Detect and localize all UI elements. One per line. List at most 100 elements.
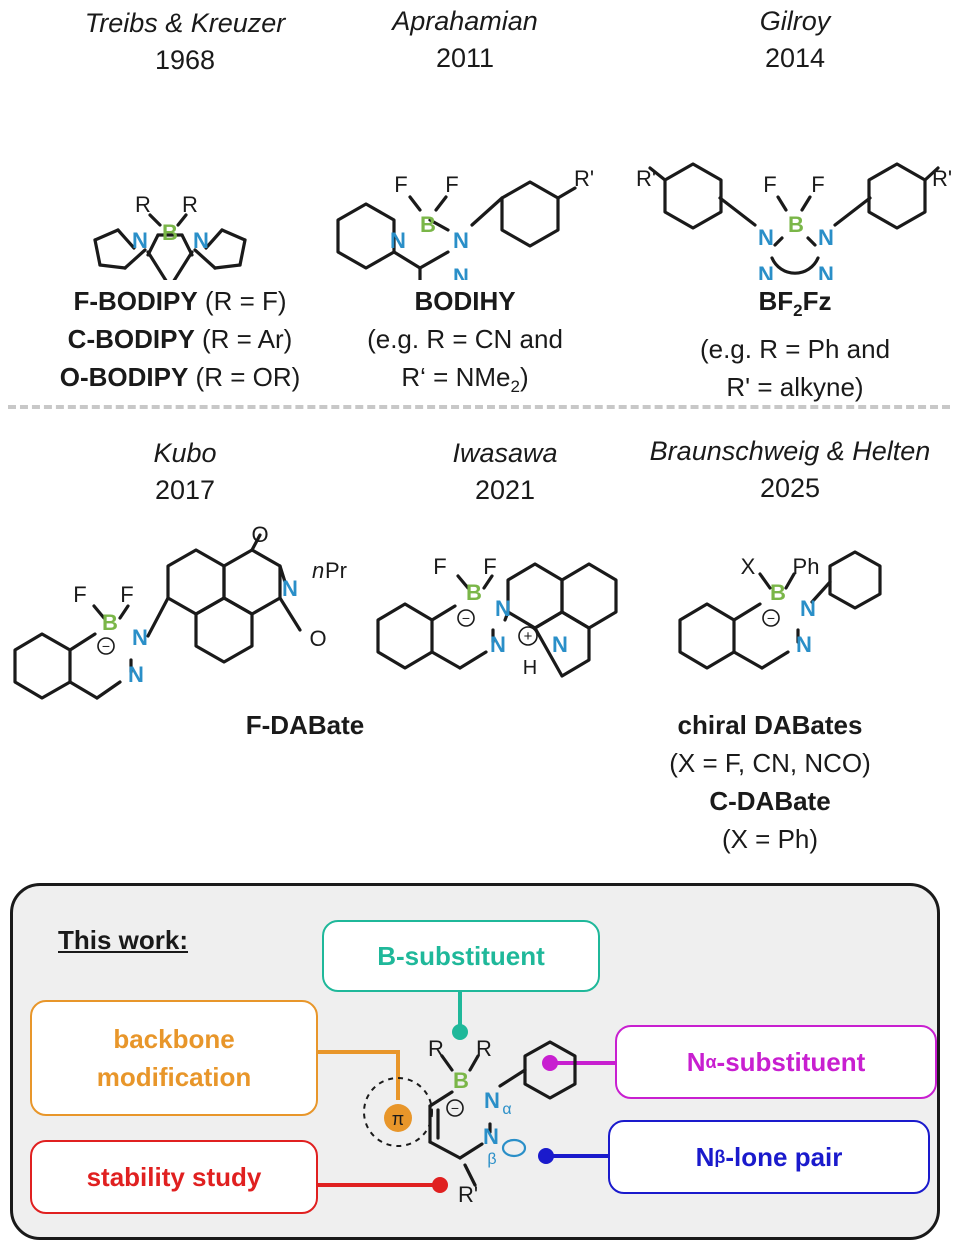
lone-pair-icon [501,1138,527,1158]
red-connector-dot [432,1177,448,1193]
year-2021: 2021 [474,475,536,505]
iwasawa-n3: N [552,632,568,657]
kubo-o1: O [251,522,268,547]
bottom-structures: B N N F F − O O N n Pr B N N N H F F − + [13,522,882,700]
bh-minus-charge [762,609,780,627]
braunschweig-label-block: chiral DABates (X = F, CN, NCO) C-DABate… [620,706,920,858]
author-treibs-kreuzer: Treibs & Kreuzer [84,8,286,38]
year-2017: 2017 [154,475,216,505]
bodihy-label-block: BODIHY (e.g. R = CN and R‘ = NMe2) [310,282,620,406]
panel-rprime: R' [458,1182,478,1207]
bh-x: X [741,554,756,579]
bf2fz-label-block: BF2Fz (e.g. R = Ph and R' = alkyne) [640,282,950,406]
bodipy-line-3: O-BODIPY (R = OR) [59,362,301,392]
pi-symbol: π [392,1109,404,1129]
author-aprahamian: Aprahamian [392,6,538,36]
b-substituent-box: B-substituent [322,920,600,992]
panel-n-alpha: N [484,1088,500,1113]
author-gilroy: Gilroy [759,6,831,36]
panel-alpha-label: α [502,1101,511,1118]
c-dabate-name: C-DABate [709,786,831,816]
bodihy-n3: N [453,264,469,280]
panel-minus-charge [446,1099,464,1117]
bodihy-note-2: R‘ = NMe2) [401,362,529,397]
bodihy-note-1: (e.g. R = CN and [367,324,563,354]
kubo-n2: N [128,662,144,687]
kubo-f2: F [120,582,133,607]
bh-minus-sign: − [767,610,775,626]
bodihy-name: BODIHY [414,286,516,316]
kubo-n-imide: N [282,576,298,601]
bodipy-n2: N [193,228,209,253]
bf2fz-n2: N [818,225,834,250]
kubo-minus-sign: − [102,638,110,654]
bodipy-line-2: C-BODIPY (R = Ar) [67,324,293,354]
bf2fz-f1: F [763,172,776,197]
bodipy-r2: R [182,192,198,217]
bodipy-line-1: F-BODIPY (R = F) [73,286,287,316]
panel-r2: R [476,1036,492,1061]
backbone-line-1: backbone [113,1024,235,1054]
kubo-structure [13,533,302,700]
bodipy-structure [93,228,247,280]
panel-minus-sign: − [451,1100,459,1116]
kubo-minus-charge [97,637,115,655]
bodihy-n2: N [453,228,469,253]
panel-r1: R [428,1036,444,1061]
pi-dashed-circle [363,1077,433,1147]
dashed-divider [8,405,950,409]
iwasawa-n1: N [495,596,511,621]
bodihy-boron: B [420,212,436,237]
bodihy-n1: N [390,228,406,253]
iwasawa-minus-charge [457,609,475,627]
iwasawa-minus-sign: − [462,610,470,626]
bodihy-f1: F [394,172,407,197]
bodipy-boron: B [162,220,178,245]
this-work-labels: B N N α β R R R' π − [392,1036,512,1207]
iwasawa-plus-sign: + [524,628,533,645]
magenta-connector-dot [542,1055,558,1071]
panel-beta-label: β [487,1151,496,1168]
bf2fz-n3: N [758,262,774,280]
author-braunschweig-helten: Braunschweig & Helten [649,436,931,466]
bodihy-structure [336,180,577,280]
blue-connector-dot [538,1148,554,1164]
kubo-f1: F [73,582,86,607]
panel-boron: B [453,1068,469,1093]
bodipy-n1: N [132,228,148,253]
iwasawa-plus-charge [518,626,538,646]
fdabate-label: F-DABate [245,710,365,740]
bf2fz-note-2: R' = alkyne) [726,372,864,403]
author-iwasawa: Iwasawa [452,438,558,468]
braunschweig-structure [678,550,882,670]
bh-boron: B [770,580,786,605]
bodipy-r1: R [135,192,151,217]
stability-study-box: stability study [30,1140,318,1214]
bf2fz-rprime-right: R' [932,166,952,191]
bh-ph: Ph [793,554,820,579]
kubo-o2: O [309,626,326,651]
kubo-npr-pr: Pr [325,558,347,583]
iwasawa-boron: B [466,580,482,605]
chiral-dabates-note: (X = F, CN, NCO) [669,748,871,778]
bf2fz-rprime-left: R' [636,166,656,191]
bf2fz-f2: F [811,172,824,197]
bf2fz-name: BF2Fz [758,286,832,321]
bf2fz-structure [648,162,940,275]
iwasawa-h: H [523,657,537,679]
backbone-modification-box: backbone modification [30,1000,318,1116]
panel-n-beta: N [483,1124,499,1149]
kubo-npr-n: n [312,558,324,583]
iwasawa-n2: N [490,632,506,657]
bodipy-label-block: F-BODIPY (R = F) C-BODIPY (R = Ar) O-BOD… [20,282,340,396]
this-work-title: This work: [58,925,189,955]
author-kubo: Kubo [153,438,217,468]
bh-n1: N [800,596,816,621]
top-structures: N N B R R N B N N F F R R' N B [93,162,952,280]
year-2025: 2025 [759,473,821,503]
iwasawa-structure [376,562,618,678]
bf2fz-boron: B [788,212,804,237]
iwasawa-f2: F [483,554,496,579]
